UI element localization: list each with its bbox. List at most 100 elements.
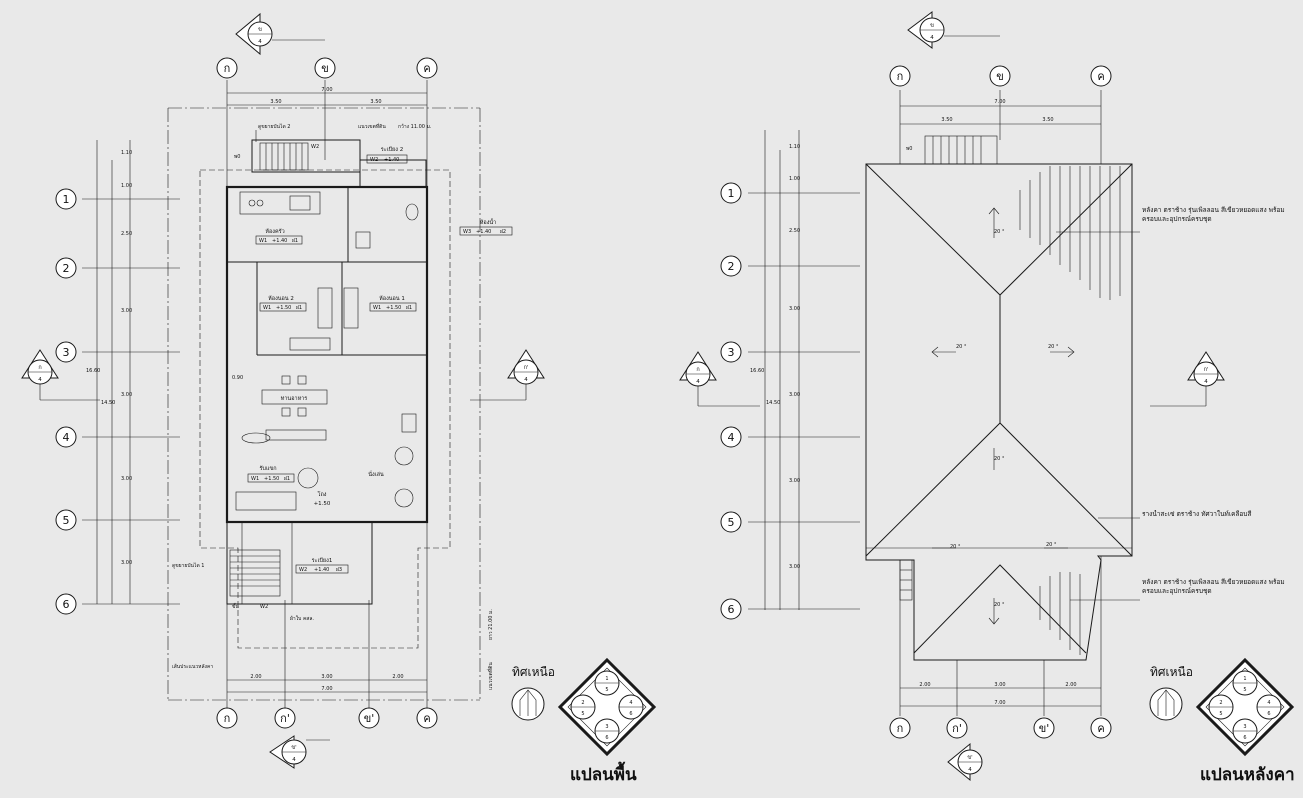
svg-text:3.50: 3.50 xyxy=(370,99,381,105)
plan-title-floor: แปลนพื้น xyxy=(570,761,637,785)
grid-bubble: ข xyxy=(321,62,329,75)
section-marker-a2-right: ก' 4 xyxy=(470,349,545,401)
svg-text:ข: ข xyxy=(930,23,934,29)
svg-text:3.00: 3.00 xyxy=(789,392,800,398)
svg-text:1: 1 xyxy=(728,187,735,200)
room-tags: W1 +1.40 ฝ1 W1 +1.50 ฝ1 W1 +1.50 ฝ1 W1 +… xyxy=(251,157,506,573)
svg-text:3: 3 xyxy=(63,346,70,359)
room-dining: ทานอาหาร xyxy=(281,396,308,402)
svg-text:W3: W3 xyxy=(463,229,471,235)
svg-text:7.00: 7.00 xyxy=(321,87,332,93)
foyer-level: +1.50 xyxy=(314,501,331,507)
roof-note-1: หลังคา ตราช้าง รุ่นเพิ่ลลอน สีเขียวหยอดแ… xyxy=(1142,206,1285,223)
roof-section-marker-b-top: ข 4 xyxy=(907,11,1000,49)
grid-bubbles-rows: 1 2 3 4 5 6 xyxy=(55,188,77,615)
svg-text:พ0: พ0 xyxy=(234,154,240,160)
svg-text:+1.50: +1.50 xyxy=(264,476,279,482)
svg-text:ข': ข' xyxy=(291,745,296,751)
svg-text:พ0: พ0 xyxy=(906,146,912,152)
roof-section-marker-a2-right: ก' 4 xyxy=(1150,351,1225,407)
svg-text:5: 5 xyxy=(605,687,608,693)
grid-bubble: ก xyxy=(224,712,231,725)
svg-text:4: 4 xyxy=(63,431,70,444)
svg-text:ก': ก' xyxy=(1204,367,1209,373)
svg-text:+1.50: +1.50 xyxy=(386,305,401,311)
roof-slopes: 20 ° 20 ° 20 ° 20 ° 20 ° 20 ° 20 ° xyxy=(931,207,1075,625)
room-balcony-2: ระเบียง 2 xyxy=(381,146,403,153)
svg-text:ฝ1: ฝ1 xyxy=(406,305,412,311)
svg-text:2.00: 2.00 xyxy=(1065,682,1076,688)
roof-section-marker-a-left: ก 4 xyxy=(679,351,760,407)
svg-text:14.50: 14.50 xyxy=(101,400,115,406)
svg-text:2: 2 xyxy=(1219,700,1222,706)
svg-text:ขั้น: ขั้น xyxy=(232,601,239,610)
grid-bubbles-top: ก ข ค xyxy=(216,57,438,79)
svg-text:แนวเขตที่ดิน: แนวเขตที่ดิน xyxy=(487,662,494,690)
grid-bubble: ค xyxy=(423,712,430,725)
svg-text:ดูขยายบันได 2: ดูขยายบันได 2 xyxy=(258,123,290,130)
svg-text:20 °: 20 ° xyxy=(1046,542,1057,548)
svg-text:4: 4 xyxy=(524,377,528,383)
roof-section-marker-b2-bottom: ข' 4 xyxy=(947,742,983,782)
roof-notes: หลังคา ตราช้าง รุ่นเพิ่ลลอน สีเขียวหยอดแ… xyxy=(1056,206,1285,601)
svg-text:ก: ก xyxy=(696,367,699,373)
floor-notes: ดูขยายบันได 2 แนวเขตที่ดิน กว้าง 11.00 ม… xyxy=(172,123,494,690)
svg-text:2.50: 2.50 xyxy=(121,231,132,237)
svg-text:ฝ2: ฝ2 xyxy=(500,229,506,235)
svg-text:ค: ค xyxy=(1097,722,1104,735)
roof-outline xyxy=(865,163,1133,661)
svg-text:5: 5 xyxy=(63,514,70,527)
svg-text:16.60: 16.60 xyxy=(86,368,100,374)
svg-text:1: 1 xyxy=(605,676,608,682)
svg-text:20 °: 20 ° xyxy=(994,229,1005,235)
svg-text:3.00: 3.00 xyxy=(789,478,800,484)
grid-bubble: ค xyxy=(423,62,430,75)
room-bedroom-2: ห้องนอน 2 xyxy=(268,295,294,302)
svg-text:3.00: 3.00 xyxy=(789,306,800,312)
roof-note-2: รางน้ำสะเซ่ ตราช้าง ทัศวาในท์เคลือบสี xyxy=(1142,510,1252,518)
svg-text:ก: ก xyxy=(897,70,904,83)
svg-text:6: 6 xyxy=(629,711,632,717)
grid-lines xyxy=(82,80,428,710)
svg-text:ผ้าใบ คสล.: ผ้าใบ คสล. xyxy=(290,615,314,622)
svg-text:W2: W2 xyxy=(370,157,378,163)
svg-text:4: 4 xyxy=(292,757,296,763)
svg-text:ก': ก' xyxy=(952,722,962,735)
svg-text:+1.40: +1.40 xyxy=(314,567,329,573)
room-living-guest: รับแขก xyxy=(259,465,276,472)
dimensions: 7.00 3.50 3.50 2.00 3.00 2.00 7.00 16.60… xyxy=(86,87,427,693)
svg-text:เส้นประแนวหลังคา: เส้นประแนวหลังคา xyxy=(172,663,213,670)
svg-text:ก: ก xyxy=(897,722,904,735)
svg-text:2.00: 2.00 xyxy=(919,682,930,688)
roof-eave-outline xyxy=(199,169,451,649)
grid-bubbles-bottom: ก ก' ข' ค xyxy=(216,707,438,729)
svg-text:3.50: 3.50 xyxy=(941,117,952,123)
stair-2 xyxy=(259,142,309,171)
svg-text:5: 5 xyxy=(1219,711,1222,717)
svg-text:ทิศเหนือ: ทิศเหนือ xyxy=(1150,665,1193,679)
svg-text:ข': ข' xyxy=(1039,722,1050,735)
room-bathroom: ห้องน้ำ xyxy=(480,218,496,226)
svg-text:ค: ค xyxy=(1097,70,1104,83)
svg-text:W1: W1 xyxy=(251,476,259,482)
svg-text:1.00: 1.00 xyxy=(121,183,132,189)
grid-bubble: ก' xyxy=(280,712,290,725)
roof-note-3: หลังคา ตราช้าง รุ่นเพิ่ลลอน สีเขียวหยอดแ… xyxy=(1142,578,1285,595)
svg-text:4: 4 xyxy=(1267,700,1270,706)
svg-text:20 °: 20 ° xyxy=(1048,344,1059,350)
svg-text:4: 4 xyxy=(696,379,700,385)
roof-key-plan: 1 5 2 5 4 6 3 6 xyxy=(1195,657,1295,757)
svg-text:3.50: 3.50 xyxy=(270,99,281,105)
svg-text:ฝ1: ฝ1 xyxy=(284,476,290,482)
svg-text:4: 4 xyxy=(1204,379,1208,385)
svg-text:5: 5 xyxy=(1243,687,1246,693)
plan-title-roof: แปลนหลังคา xyxy=(1200,765,1295,785)
roof-plan: 7.00 3.50 3.50 2.00 3.00 2.00 7.00 16.60… xyxy=(679,11,1295,785)
grid-bubble: ก xyxy=(224,62,231,75)
grid-bubble: ข' xyxy=(364,712,375,725)
svg-text:6: 6 xyxy=(605,735,608,741)
room-labels: ห้องครัว ห้องนอน 2 ห้องนอน 1 ทานอาหาร รั… xyxy=(247,146,513,574)
svg-text:ฝ3: ฝ3 xyxy=(336,567,342,573)
svg-text:2: 2 xyxy=(581,700,584,706)
